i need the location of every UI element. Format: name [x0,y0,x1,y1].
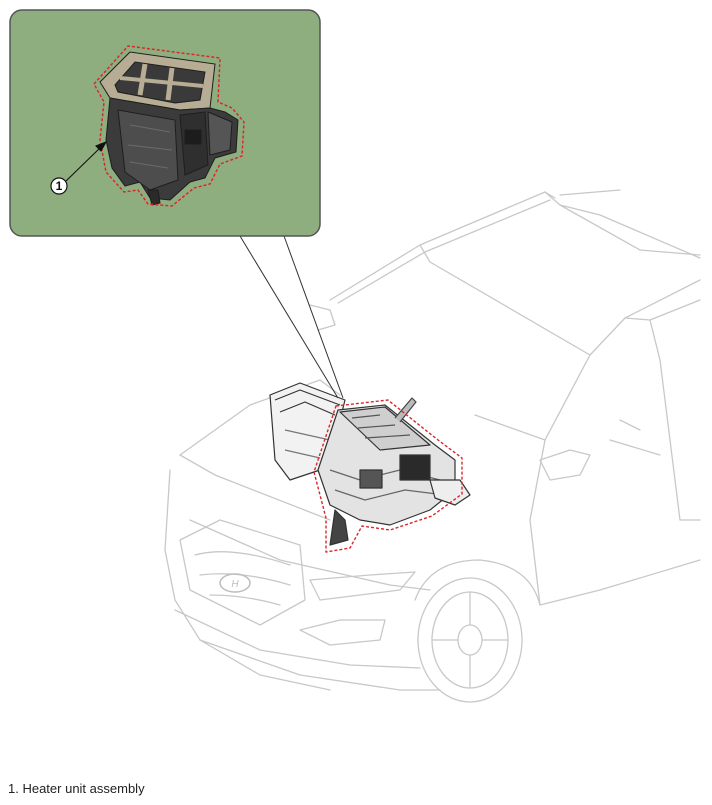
vehicle-diagram: H [9,9,701,703]
legend-item-heater-unit: 1. Heater unit assembly [8,781,145,796]
callout-1-number: 1 [56,179,63,193]
svg-text:H: H [231,579,239,590]
heater-unit-photo [93,45,245,207]
leader-lines [239,235,344,399]
callout-1-marker: 1 [50,177,68,195]
callout-1-leader [65,140,108,182]
heater-unit-in-vehicle [269,382,471,553]
hyundai-logo-icon: H [219,573,251,593]
legend: 1. Heater unit assembly [8,781,145,796]
detail-inset: 1 [9,9,321,237]
